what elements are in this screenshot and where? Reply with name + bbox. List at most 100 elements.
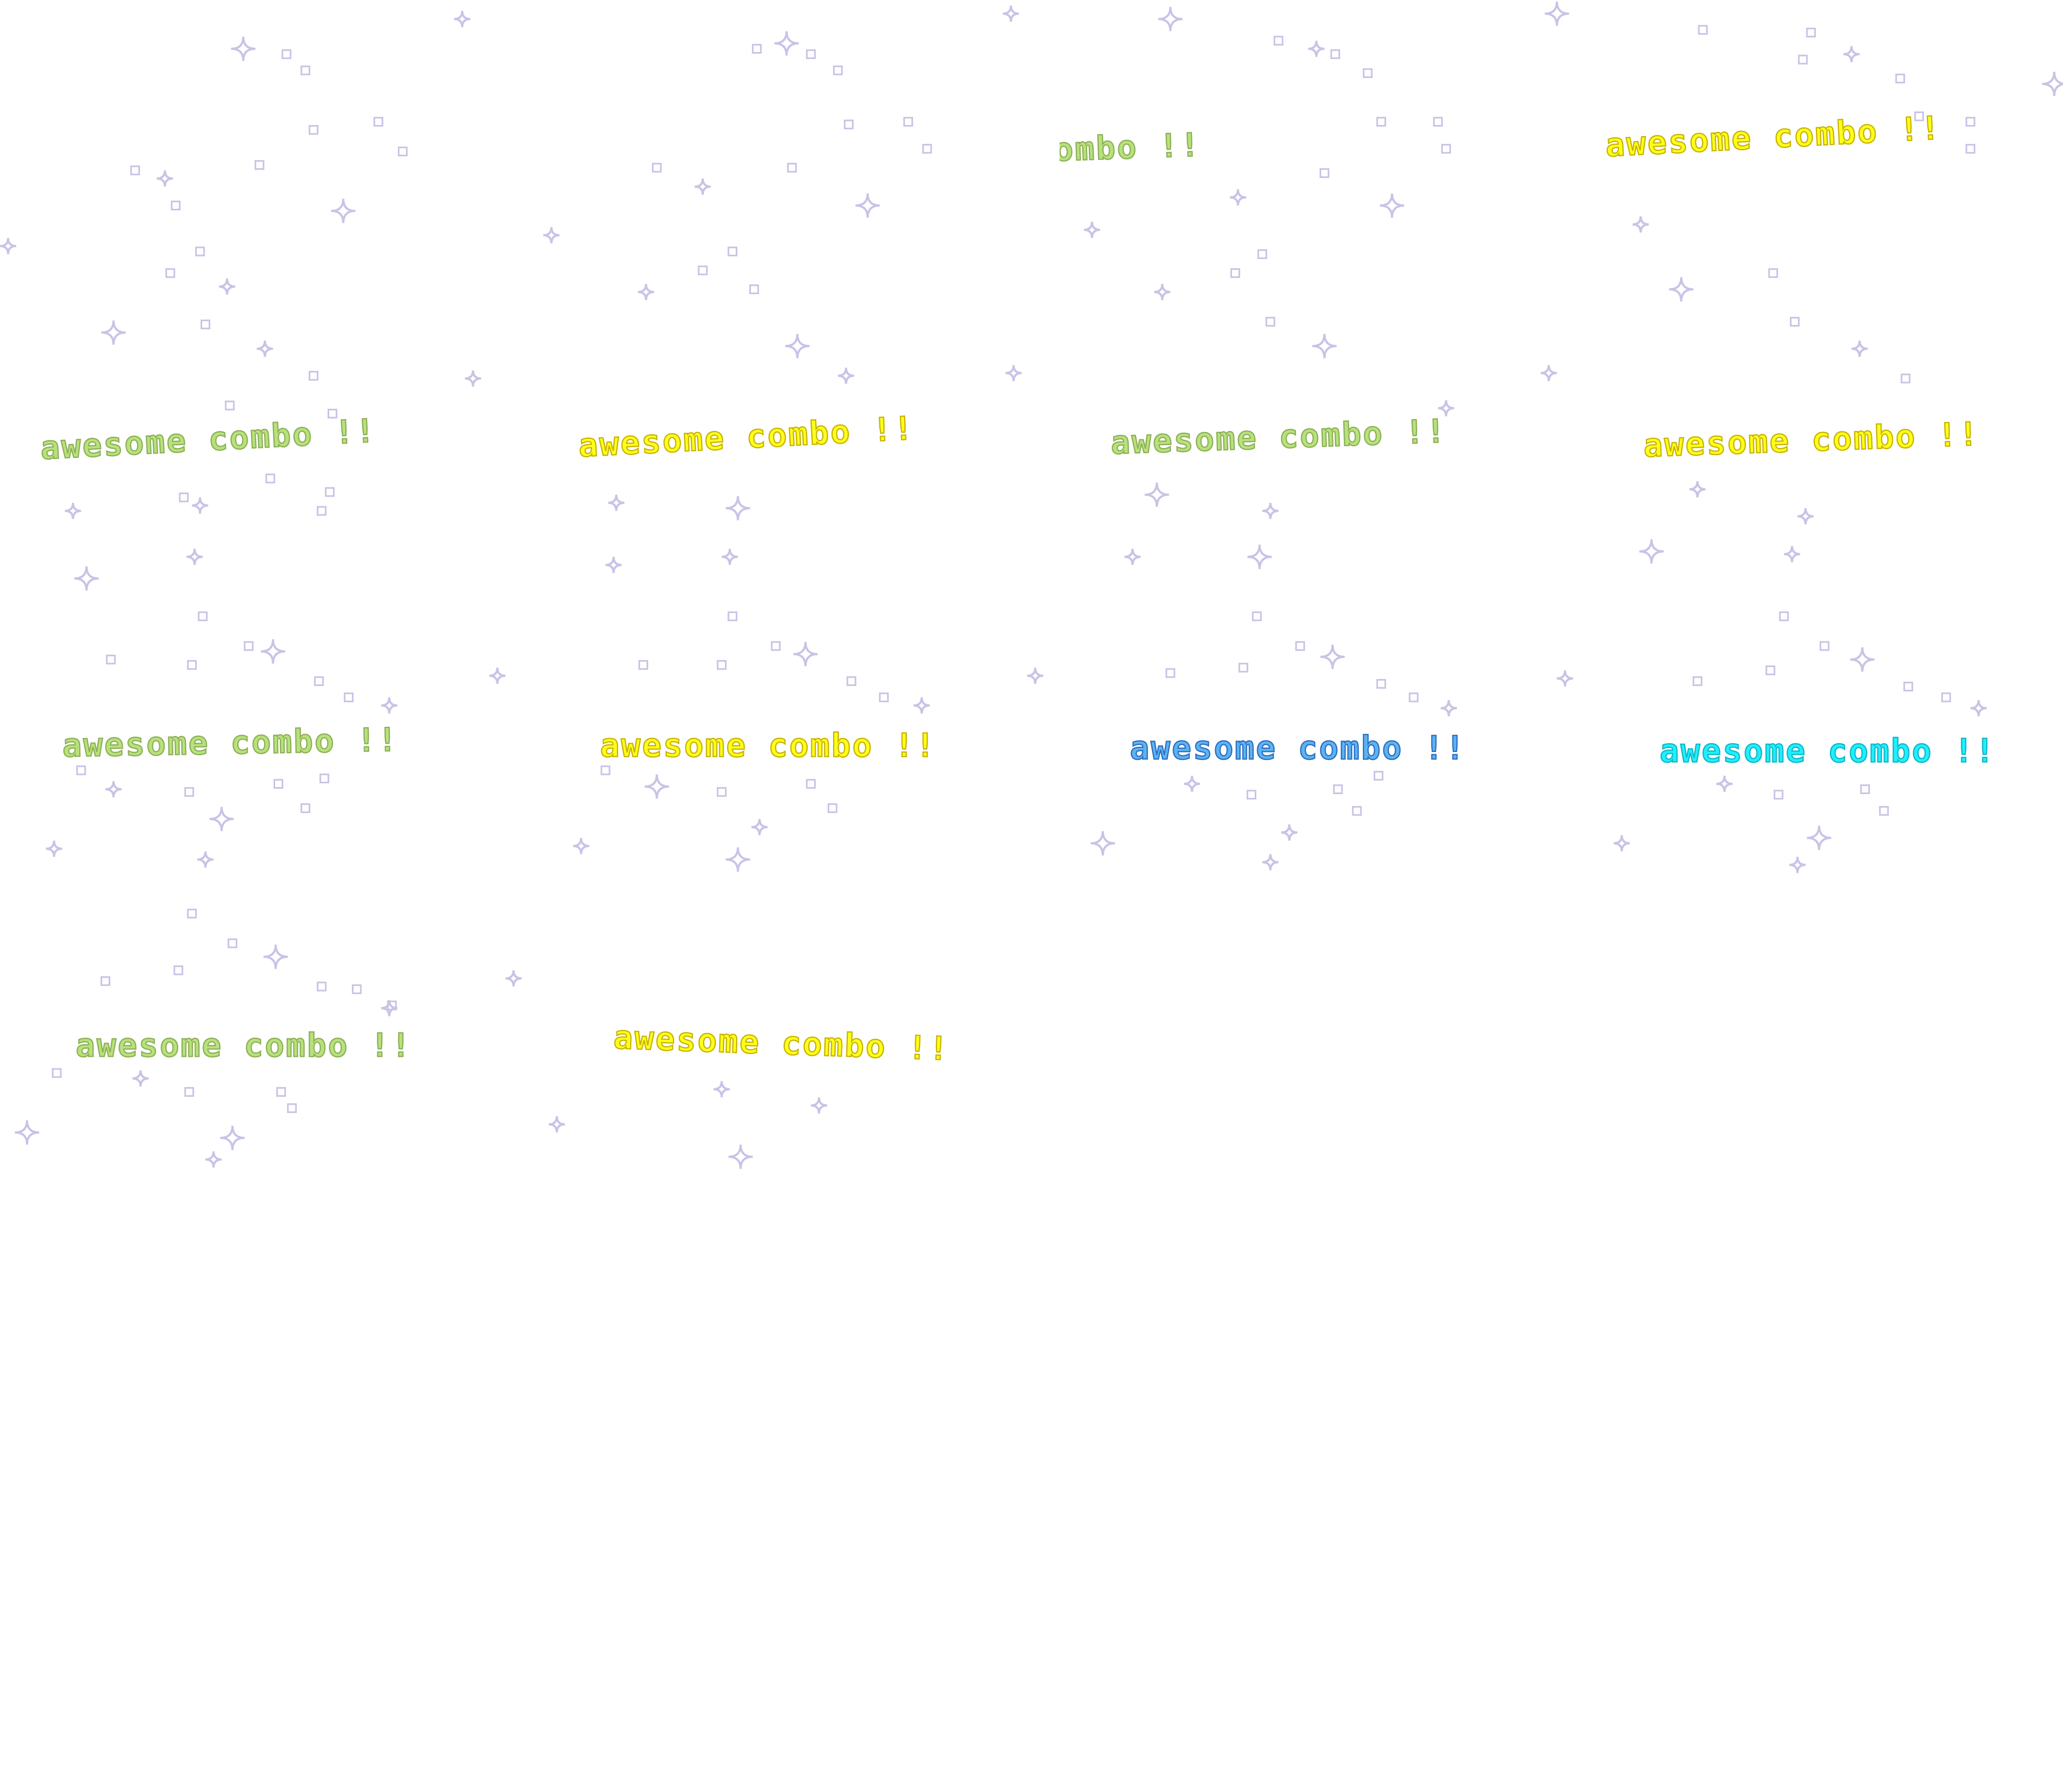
sparkle-icon xyxy=(1438,400,1454,417)
sparkle-icon xyxy=(1789,856,1806,873)
sparkle-icon xyxy=(1247,545,1272,569)
sparkle-dot-icon xyxy=(698,265,708,276)
sparkle-icon xyxy=(0,238,17,255)
sparkle-icon xyxy=(1440,700,1457,717)
sparkle-dot-icon xyxy=(201,319,210,330)
sparkle-dot-icon xyxy=(1768,268,1778,278)
sparkle-dot-icon xyxy=(844,119,854,130)
sparkle-icon xyxy=(1154,284,1171,300)
sparkle-dot-icon xyxy=(903,117,913,127)
sparkle-icon xyxy=(694,178,711,195)
sparkle-dot-icon xyxy=(1165,668,1175,678)
sparkle-dot-icon xyxy=(717,660,727,670)
sparkle-icon xyxy=(855,193,880,218)
sparkle-dot-icon xyxy=(1409,692,1419,703)
sparkle-dot-icon xyxy=(398,146,408,156)
sparkle-icon xyxy=(1145,482,1169,507)
sparkle-icon xyxy=(1807,825,1832,850)
sparkle-dot-icon xyxy=(187,660,197,670)
sparkle-icon xyxy=(105,781,122,798)
sparkle-icon xyxy=(1689,481,1706,498)
sparkle-dot-icon xyxy=(1798,54,1808,65)
sparkle-dot-icon xyxy=(316,981,327,992)
sparkle-dot-icon xyxy=(1860,784,1870,795)
sparkle-dot-icon xyxy=(638,660,648,670)
sparkle-dot-icon xyxy=(373,117,383,127)
sparkle-icon xyxy=(14,1120,40,1145)
sparkle-icon xyxy=(454,11,471,27)
sparkle-dot-icon xyxy=(165,268,175,278)
sparkle-dot-icon xyxy=(600,765,611,776)
sparkle-dot-icon xyxy=(287,1103,297,1113)
sparkle-dot-icon xyxy=(787,163,797,173)
sparkle-dot-icon xyxy=(1879,806,1889,816)
sparkle-icon xyxy=(785,334,810,358)
sparkle-dot-icon xyxy=(1252,611,1262,621)
sparkle-icon xyxy=(74,566,99,591)
combo-text: awesome combo !! xyxy=(75,1027,412,1064)
combo-text: awesome combo !! xyxy=(600,727,937,764)
sparkle-dot-icon xyxy=(1330,49,1340,59)
sparkle-dot-icon xyxy=(1363,68,1373,78)
sparkle-dot-icon xyxy=(1230,268,1240,278)
sparkle-dot-icon xyxy=(325,487,335,497)
sparkle-dot-icon xyxy=(273,779,283,789)
sparkle-dot-icon xyxy=(171,200,181,211)
sparkle-icon xyxy=(1158,7,1183,31)
sparkle-dot-icon xyxy=(717,787,727,797)
sparkle-dot-icon xyxy=(1374,771,1383,781)
sparkle-dot-icon xyxy=(1265,317,1275,327)
sparkle-dot-icon xyxy=(1820,641,1829,651)
sparkle-icon xyxy=(1669,277,1694,302)
sparkle-dot-icon xyxy=(352,984,362,994)
sparkle-icon xyxy=(156,170,173,187)
sparkle-icon xyxy=(2042,71,2063,97)
sparkle-icon xyxy=(1843,46,1860,63)
sparkle-icon xyxy=(1851,340,1868,357)
sparkle-dot-icon xyxy=(1806,28,1816,38)
sparkle-dot-icon xyxy=(1692,676,1702,686)
sparkle-dot-icon xyxy=(1376,117,1386,127)
sparkle-icon xyxy=(1850,647,1875,672)
sparkle-icon xyxy=(1639,539,1664,564)
sparkle-dot-icon xyxy=(1698,25,1708,35)
sparkle-dot-icon xyxy=(52,1068,62,1078)
sparkle-dot-icon xyxy=(195,246,205,257)
sparkle-dot-icon xyxy=(227,938,238,948)
sparkle-dot-icon xyxy=(1295,641,1305,651)
sparkle-icon xyxy=(186,549,203,565)
sparkle-icon xyxy=(1005,365,1022,382)
sparkle-icon xyxy=(793,642,818,667)
sparkle-icon xyxy=(548,1116,565,1133)
sparkle-dot-icon xyxy=(314,676,324,686)
sparkle-dot-icon xyxy=(1790,317,1800,327)
sparkle-dot-icon xyxy=(319,773,329,783)
sparkle-icon xyxy=(197,851,214,868)
sparkle-icon xyxy=(1716,776,1733,792)
sparkle-dot-icon xyxy=(1238,663,1249,673)
sparkle-dot-icon xyxy=(76,765,86,776)
sparkle-icon xyxy=(101,320,126,345)
sparkle-dot-icon xyxy=(1965,117,1976,127)
sparkle-icon xyxy=(46,840,62,857)
sparkle-icon xyxy=(1262,854,1279,870)
sparkle-dot-icon xyxy=(749,284,759,295)
sparkle-dot-icon xyxy=(184,1087,194,1097)
sparkle-icon xyxy=(1184,776,1200,792)
sparkle-dot-icon xyxy=(300,65,311,75)
sparkle-dot-icon xyxy=(309,371,319,381)
sparkle-dot-icon xyxy=(309,125,319,135)
sparkle-icon xyxy=(1380,193,1404,218)
sparkle-icon xyxy=(1262,502,1279,519)
sparkle-icon xyxy=(1312,334,1337,358)
sparkle-dot-icon xyxy=(652,163,662,173)
sparkle-icon xyxy=(728,1144,753,1169)
sparkle-icon xyxy=(573,838,590,854)
sparkle-dot-icon xyxy=(727,246,738,257)
sparkle-icon xyxy=(381,697,398,714)
sparkle-dot-icon xyxy=(1273,35,1284,46)
sparkle-dot-icon xyxy=(243,641,254,651)
